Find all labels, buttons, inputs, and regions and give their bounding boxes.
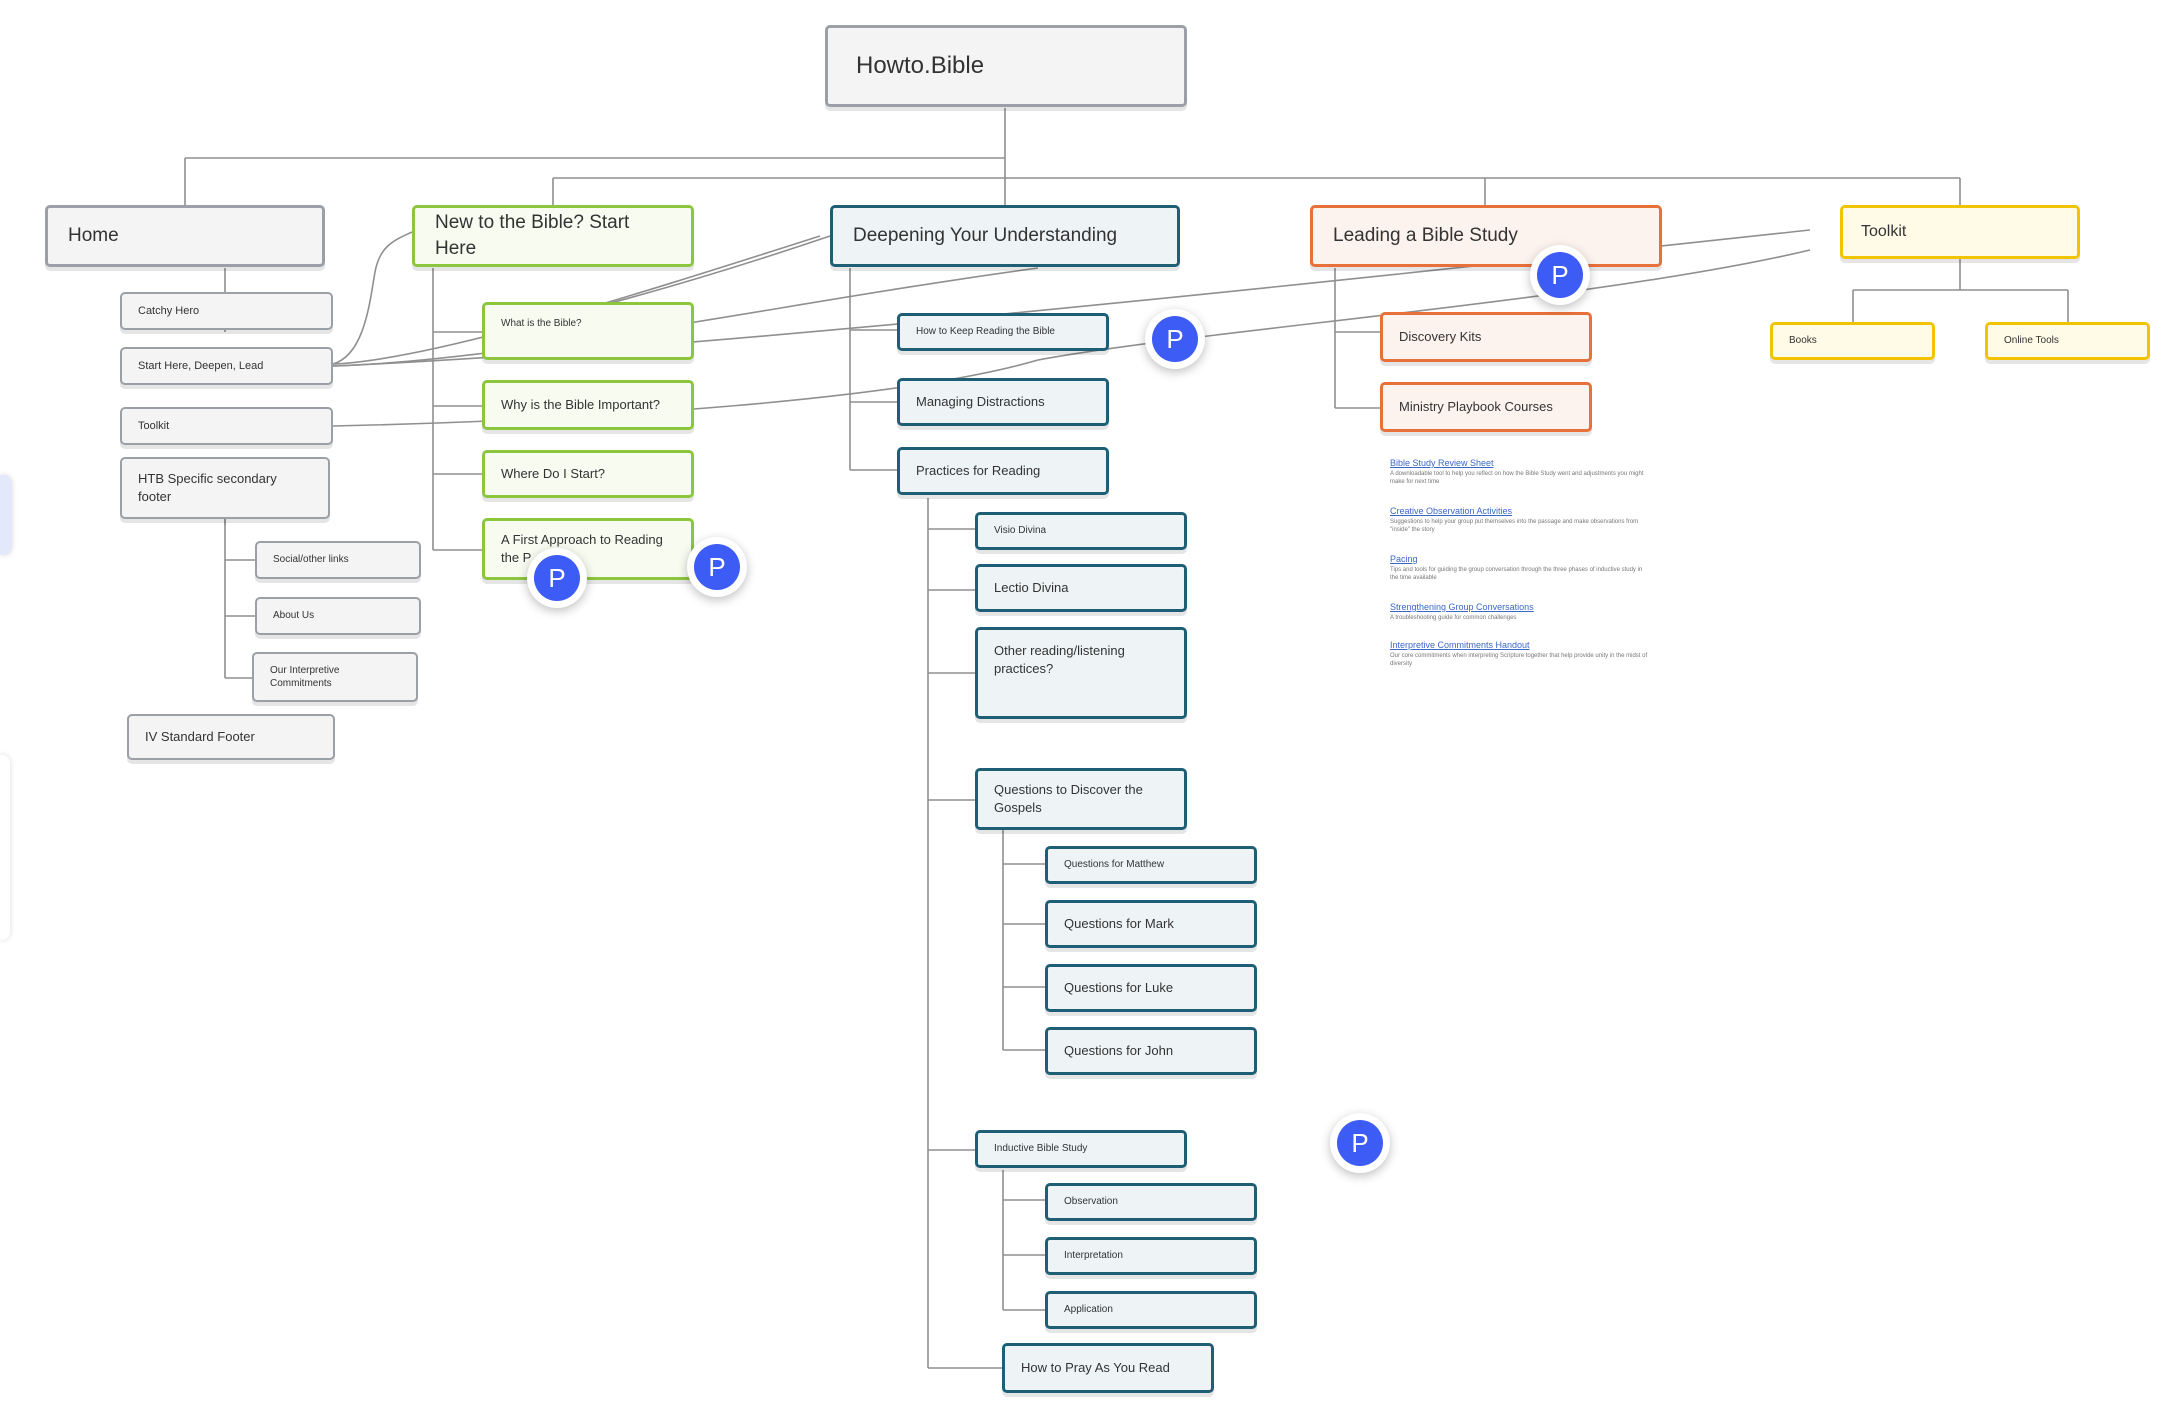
resource-description: Suggestions to help your group put thems… bbox=[1390, 519, 1639, 534]
toolkit-node[interactable]: Toolkit bbox=[1840, 205, 2080, 259]
comment-avatar-icon[interactable]: P bbox=[527, 548, 587, 608]
pray-as-you-read-node[interactable]: How to Pray As You Read bbox=[1002, 1343, 1214, 1393]
leading-node[interactable]: Leading a Bible Study bbox=[1310, 205, 1662, 267]
resource-link[interactable]: Bible Study Review Sheet bbox=[1390, 458, 1494, 468]
application-node[interactable]: Application bbox=[1045, 1291, 1257, 1329]
practices-node[interactable]: Practices for Reading bbox=[897, 447, 1109, 495]
comment-avatar-icon[interactable]: P bbox=[687, 537, 747, 597]
online-tools-node[interactable]: Online Tools bbox=[1985, 322, 2150, 360]
keep-reading-node[interactable]: How to Keep Reading the Bible bbox=[897, 313, 1109, 351]
questions-gospels-node[interactable]: Questions to Discover the Gospels bbox=[975, 768, 1187, 830]
resource-description: A downloadable tool to help you reflect … bbox=[1390, 471, 1644, 486]
managing-distractions-node[interactable]: Managing Distractions bbox=[897, 378, 1109, 426]
resource-link[interactable]: Pacing bbox=[1390, 554, 1418, 564]
about-us-node[interactable]: About Us bbox=[255, 597, 421, 635]
resource-link[interactable]: Interpretive Commitments Handout bbox=[1390, 640, 1530, 650]
deepening-node[interactable]: Deepening Your Understanding bbox=[830, 205, 1180, 267]
social-links-node[interactable]: Social/other links bbox=[255, 541, 421, 579]
interpretation-node[interactable]: Interpretation bbox=[1045, 1237, 1257, 1275]
books-node[interactable]: Books bbox=[1770, 322, 1935, 360]
resource-item: Creative Observation Activities Suggesti… bbox=[1390, 506, 1650, 535]
home-node[interactable]: Home bbox=[45, 205, 325, 267]
resource-description: Tips and tools for guiding the group con… bbox=[1390, 567, 1643, 582]
catchy-hero-node[interactable]: Catchy Hero bbox=[120, 292, 333, 330]
iv-footer-node[interactable]: IV Standard Footer bbox=[127, 714, 335, 760]
resource-link[interactable]: Strengthening Group Conversations bbox=[1390, 602, 1534, 612]
home-toolkit-node[interactable]: Toolkit bbox=[120, 407, 333, 445]
left-panel-tab[interactable] bbox=[0, 755, 10, 940]
questions-matthew-node[interactable]: Questions for Matthew bbox=[1045, 846, 1257, 884]
where-start-node[interactable]: Where Do I Start? bbox=[482, 450, 694, 498]
inductive-study-node[interactable]: Inductive Bible Study bbox=[975, 1130, 1187, 1168]
why-important-node[interactable]: Why is the Bible Important? bbox=[482, 380, 694, 430]
resource-item: Bible Study Review Sheet A downloadable … bbox=[1390, 458, 1650, 487]
resource-description: A troubleshooting guide for common chall… bbox=[1390, 615, 1517, 621]
visio-divina-node[interactable]: Visio Divina bbox=[975, 512, 1187, 550]
comment-avatar-icon[interactable]: P bbox=[1530, 245, 1590, 305]
observation-node[interactable]: Observation bbox=[1045, 1183, 1257, 1221]
root-node[interactable]: Howto.Bible bbox=[825, 25, 1187, 107]
lectio-divina-node[interactable]: Lectio Divina bbox=[975, 564, 1187, 612]
questions-john-node[interactable]: Questions for John bbox=[1045, 1027, 1257, 1075]
resource-item: Interpretive Commitments Handout Our cor… bbox=[1390, 640, 1650, 669]
resource-link[interactable]: Creative Observation Activities bbox=[1390, 506, 1513, 516]
resource-item: Strengthening Group Conversations A trou… bbox=[1390, 602, 1650, 622]
comment-avatar-icon[interactable]: P bbox=[1330, 1113, 1390, 1173]
resource-item: Pacing Tips and tools for guiding the gr… bbox=[1390, 554, 1650, 583]
resource-description: Our core commitments when interpreting S… bbox=[1390, 653, 1648, 668]
discovery-kits-node[interactable]: Discovery Kits bbox=[1380, 312, 1592, 362]
left-panel-tab[interactable] bbox=[0, 475, 12, 555]
questions-luke-node[interactable]: Questions for Luke bbox=[1045, 964, 1257, 1012]
other-practices-node[interactable]: Other reading/listening practices? bbox=[975, 627, 1187, 719]
start-deepen-lead-node[interactable]: Start Here, Deepen, Lead bbox=[120, 347, 333, 385]
htb-footer-node[interactable]: HTB Specific secondary footer bbox=[120, 457, 330, 519]
questions-mark-node[interactable]: Questions for Mark bbox=[1045, 900, 1257, 948]
new-to-bible-node[interactable]: New to the Bible? Start Here bbox=[412, 205, 694, 267]
ministry-playbook-node[interactable]: Ministry Playbook Courses bbox=[1380, 382, 1592, 432]
what-is-bible-node[interactable]: What is the Bible? bbox=[482, 302, 694, 360]
interpretive-commitments-node[interactable]: Our Interpretive Commitments bbox=[252, 652, 418, 702]
comment-avatar-icon[interactable]: P bbox=[1145, 309, 1205, 369]
first-approach-node[interactable]: A First Approach to Reading the P bbox=[482, 518, 694, 580]
